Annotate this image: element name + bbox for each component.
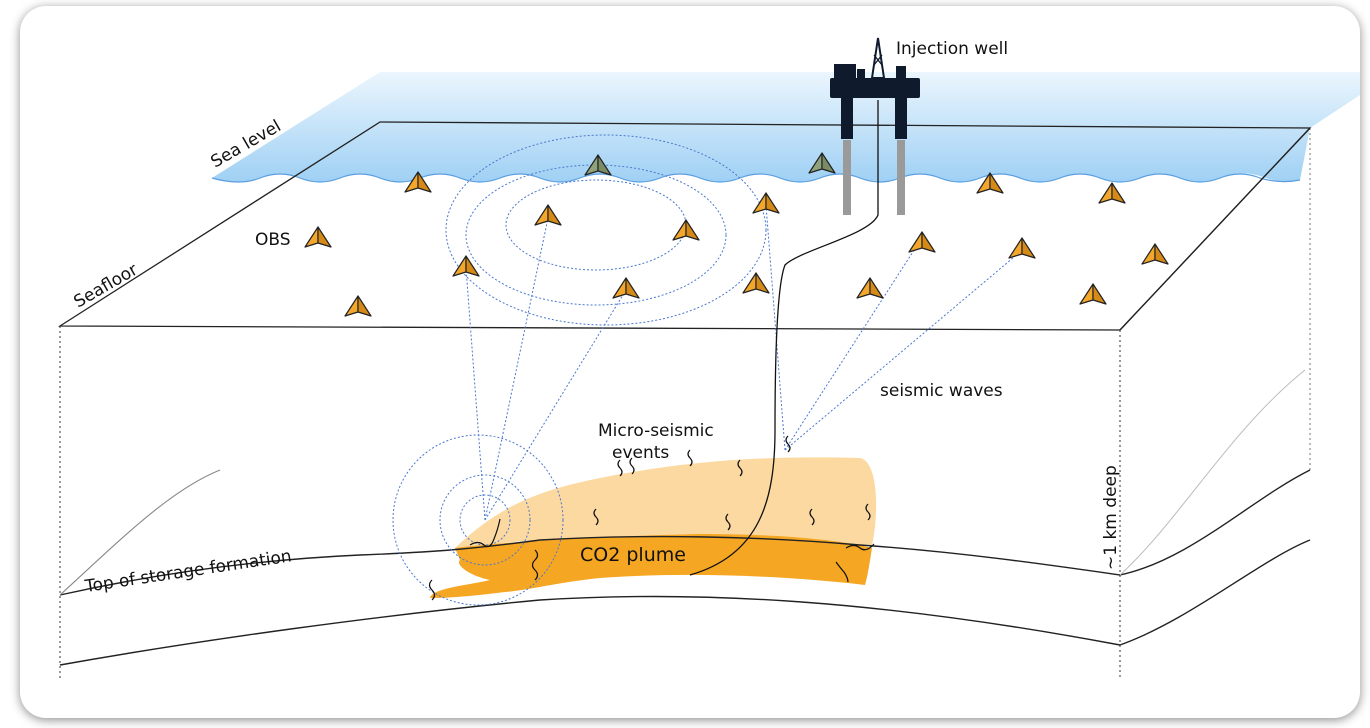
pyramid-sensor-icon bbox=[808, 152, 836, 174]
depth-label: ~1 km deep bbox=[1101, 465, 1121, 570]
events-label: events bbox=[612, 443, 669, 463]
pyramid-sensor-icon bbox=[404, 171, 432, 193]
obs-sensors bbox=[304, 152, 1169, 317]
pyramid-sensor-icon bbox=[584, 154, 612, 176]
background-curve-right bbox=[1119, 369, 1306, 576]
storage-formation-line bbox=[59, 469, 1311, 596]
co2-plume-dark bbox=[430, 534, 872, 598]
pyramid-sensor-icon bbox=[1079, 283, 1107, 305]
pyramid-sensor-icon bbox=[856, 277, 884, 299]
seismic-waves-label: seismic waves bbox=[880, 381, 1003, 401]
pyramid-sensor-icon bbox=[672, 219, 700, 241]
wave-line bbox=[211, 173, 1301, 183]
lower-formation-line bbox=[59, 539, 1311, 666]
pyramid-sensor-icon bbox=[908, 231, 936, 253]
platform-leg bbox=[897, 140, 905, 215]
injection-well-path bbox=[689, 100, 879, 576]
co2-storage-diagram: Injection well Sea level OBS Seafloor se… bbox=[57, 37, 1360, 680]
injection-well-label: Injection well bbox=[896, 39, 1008, 59]
platform-leg bbox=[843, 140, 851, 215]
obs-label: OBS bbox=[255, 230, 291, 250]
pyramid-sensor-icon bbox=[1008, 237, 1036, 259]
micro-seismic-events bbox=[428, 435, 875, 601]
pyramid-sensor-icon bbox=[976, 172, 1004, 194]
pyramid-sensor-icon bbox=[1098, 182, 1126, 204]
seafloor-label: Seafloor bbox=[71, 260, 142, 312]
pyramid-sensor-icon bbox=[752, 192, 780, 214]
oil-rig-icon bbox=[830, 37, 920, 139]
micro-seismic-label: Micro-seismic bbox=[598, 421, 714, 441]
storage-formation-label: Top of storage formation bbox=[83, 546, 293, 597]
pyramid-sensor-icon bbox=[452, 255, 480, 277]
diagram-card: Injection well Sea level OBS Seafloor se… bbox=[20, 6, 1360, 718]
pyramid-sensor-icon bbox=[534, 204, 562, 226]
pyramid-sensor-icon bbox=[742, 272, 770, 294]
co2-plume-light bbox=[455, 457, 877, 548]
pyramid-sensor-icon bbox=[304, 226, 332, 248]
right-top-edge bbox=[1119, 127, 1311, 331]
pyramid-sensor-icon bbox=[344, 295, 372, 317]
co2-plume-label: CO2 plume bbox=[580, 544, 686, 566]
pyramid-sensor-icon bbox=[612, 277, 640, 299]
sea-layer bbox=[212, 72, 1360, 182]
ray-paths bbox=[465, 204, 1021, 521]
deep-wavefronts bbox=[392, 434, 564, 606]
background-curve-left bbox=[59, 469, 221, 596]
pyramid-sensor-icon bbox=[1141, 243, 1169, 265]
